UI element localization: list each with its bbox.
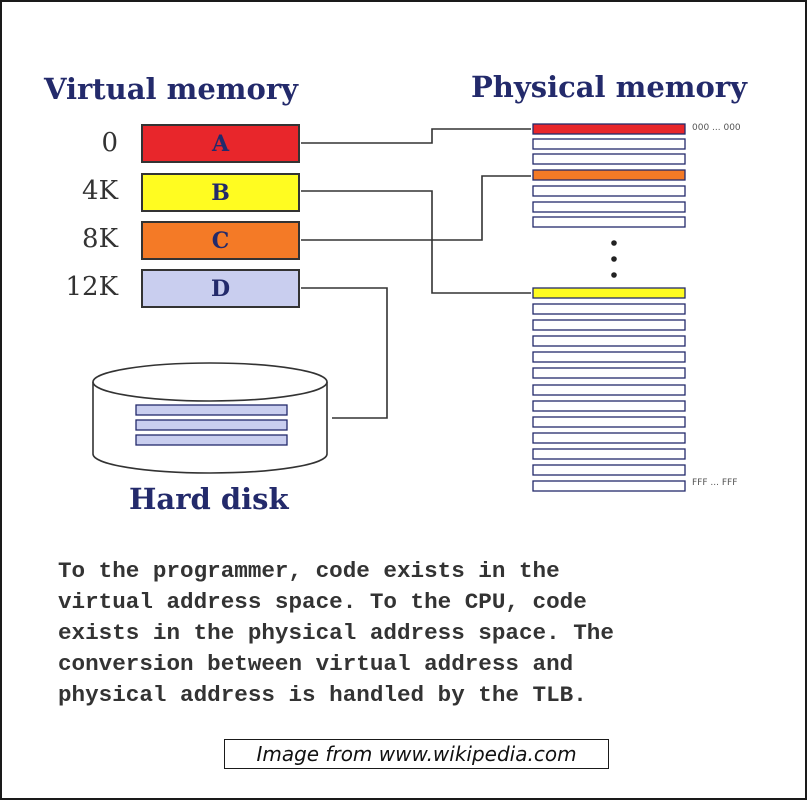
mapping-line-a (301, 128, 531, 144)
physical-frame-b (532, 287, 686, 299)
physical-frame (532, 416, 686, 428)
physical-frame (532, 480, 686, 492)
physical-frame (532, 185, 686, 197)
physical-frame-a (532, 123, 686, 135)
virtual-address-8k: 8K (82, 224, 118, 254)
virtual-block-a: A (141, 124, 300, 163)
memory-diagram: Virtual memory Physical memory Hard disk… (2, 2, 805, 522)
physical-frame (532, 303, 686, 315)
ellipsis-dot (611, 240, 617, 246)
mapping-line-b (301, 190, 531, 294)
physical-start-address: 000 ... 000 (692, 123, 741, 133)
physical-frame (532, 201, 686, 213)
disk-page (135, 419, 288, 431)
caption-text: To the programmer, code exists in the vi… (58, 558, 614, 708)
physical-frame (532, 464, 686, 476)
physical-frame (532, 432, 686, 444)
ellipsis-dot (611, 272, 617, 278)
ellipsis-dot (611, 256, 617, 262)
virtual-block-d: D (141, 269, 300, 308)
physical-frame (532, 448, 686, 460)
physical-frame (532, 335, 686, 347)
virtual-block-c: C (141, 221, 300, 260)
physical-frame (532, 367, 686, 379)
diagram-graphics (92, 123, 686, 492)
virtual-address-4k: 4K (82, 176, 118, 206)
physical-frame (532, 384, 686, 396)
virtual-memory-heading: Virtual memory (44, 72, 298, 106)
physical-memory-heading: Physical memory (471, 70, 747, 104)
disk-page (135, 404, 288, 416)
hard-disk-heading: Hard disk (129, 482, 289, 516)
physical-frame-c (532, 169, 686, 181)
physical-frame (532, 351, 686, 363)
disk-page (135, 434, 288, 446)
virtual-block-b: B (141, 173, 300, 212)
physical-frame (532, 216, 686, 228)
physical-end-address: FFF ... FFF (692, 478, 738, 488)
mapping-line-d (301, 287, 388, 419)
mapping-line-c (301, 175, 531, 241)
virtual-address-12k: 12K (65, 272, 118, 302)
hard-disk-icon (92, 362, 328, 474)
physical-memory-frames (532, 123, 686, 492)
physical-frame (532, 138, 686, 150)
image-credit: Image from www.wikipedia.com (224, 739, 609, 769)
physical-frame (532, 319, 686, 331)
physical-frame (532, 400, 686, 412)
physical-frame (532, 153, 686, 165)
virtual-address-0: 0 (101, 128, 118, 158)
